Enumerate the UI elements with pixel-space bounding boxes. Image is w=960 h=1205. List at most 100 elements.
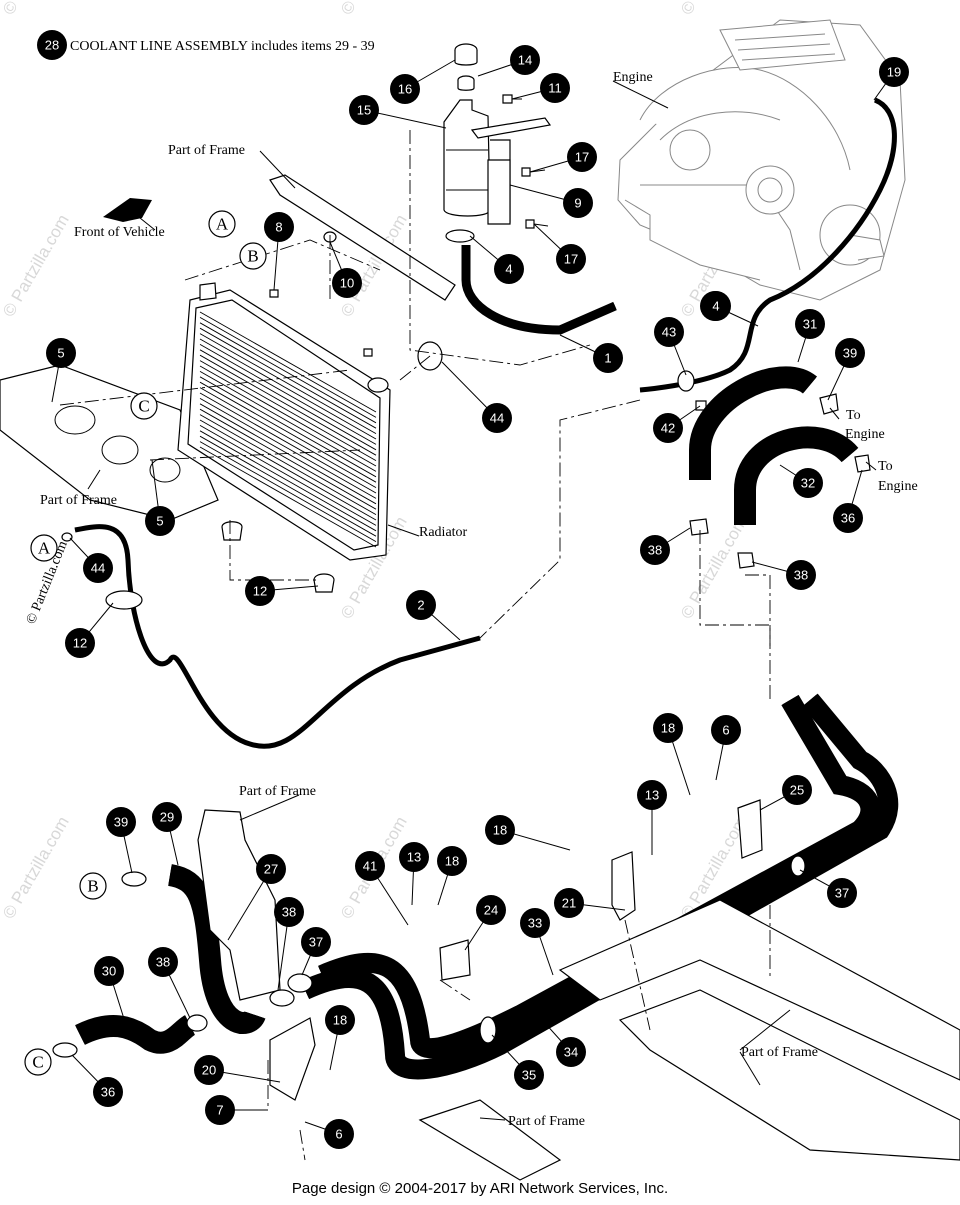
label-part-of-frame-5: Part of Frame: [508, 1114, 585, 1129]
callout-circle: [520, 908, 550, 938]
callout-number: 15: [357, 103, 371, 118]
radiator-fin: [199, 419, 377, 521]
leader-line: [865, 461, 877, 471]
center-line: [59, 369, 351, 406]
callout-number: 44: [91, 561, 105, 576]
callout-11: 11: [540, 73, 570, 103]
radiator-fin: [199, 441, 377, 542]
letter-marker-A: A: [30, 534, 58, 562]
leader-line: [239, 794, 300, 821]
callout-number: 41: [363, 859, 377, 874]
callout-number: 17: [575, 150, 589, 165]
callout-circle: [593, 343, 623, 373]
letter-marker-A: A: [208, 210, 236, 238]
callout-circle: [256, 854, 286, 884]
callout-38: 38: [274, 897, 304, 927]
callout-circle: [485, 815, 515, 845]
callout-circle: [556, 1037, 586, 1067]
callout-16: 16: [390, 74, 420, 104]
radiator-fin: [199, 387, 377, 488]
callout-36: 36: [93, 1077, 123, 1107]
label-to-engine-2a: To: [878, 459, 893, 474]
callout-39: 39: [835, 338, 865, 368]
center-line: [149, 449, 361, 461]
radiator-fin: [199, 327, 377, 429]
letter-circle: [130, 392, 158, 420]
callout-30: 30: [94, 956, 124, 986]
callout-circle: [94, 956, 124, 986]
leader-line: [259, 150, 296, 189]
callout-layer: 1614111517917410814554419121224443424313…: [46, 45, 909, 1149]
callout-number: 31: [803, 317, 817, 332]
callout-number: 10: [340, 276, 354, 291]
callout-circle: [476, 895, 506, 925]
callout-27: 27: [256, 854, 286, 884]
callout-circle: [556, 244, 586, 274]
callout-circle: [301, 927, 331, 957]
radiator-fin: [199, 414, 377, 515]
callout-number: 18: [661, 721, 675, 736]
callout-circle: [93, 1077, 123, 1107]
callout-number: 4: [505, 262, 512, 277]
callout-number: 38: [794, 568, 808, 583]
watermark-text: © Partzilla.com: [0, 0, 73, 18]
callout-33: 33: [520, 908, 550, 938]
callout-number: 34: [564, 1045, 578, 1060]
callout-number: 12: [73, 636, 87, 651]
callout-circle: [355, 851, 385, 881]
callout-24: 24: [476, 895, 506, 925]
callout-44: 44: [482, 403, 512, 433]
leader-lines: [51, 59, 895, 1161]
callout-21: 21: [554, 888, 584, 918]
letter-circle: [79, 872, 107, 900]
callout-circle: [653, 713, 683, 743]
callout-38: 38: [640, 535, 670, 565]
callout-circle: [494, 254, 524, 284]
callout-circle: [264, 212, 294, 242]
frame-left-plate: [0, 364, 219, 521]
callout-31: 31: [795, 309, 825, 339]
callout-circle: [540, 73, 570, 103]
callout-circle: [554, 888, 584, 918]
radiator-fin: [199, 344, 377, 445]
callout-number: 32: [801, 476, 815, 491]
callout-number: 11: [548, 81, 562, 96]
callout-number: 30: [102, 964, 116, 979]
callout-number: 25: [790, 783, 804, 798]
callout-circle: [325, 1005, 355, 1035]
radiator-fin: [199, 371, 377, 472]
callout-4: 4: [701, 291, 731, 321]
callout-number: 21: [562, 896, 576, 911]
callout-number: 7: [216, 1103, 223, 1118]
callout-circle: [148, 947, 178, 977]
callout-circle: [437, 846, 467, 876]
callout-number: 6: [722, 723, 729, 738]
title-callout-circle: [37, 30, 67, 60]
callout-number: 35: [522, 1068, 536, 1083]
small-hardware: [61, 94, 871, 569]
callout-7: 7: [205, 1095, 235, 1125]
callout-19: 19: [879, 57, 909, 87]
center-line: [184, 239, 381, 281]
letter-text: C: [138, 397, 149, 416]
callout-circle: [835, 338, 865, 368]
callout-circle: [274, 897, 304, 927]
callout-circle: [782, 775, 812, 805]
callout-4: 4: [494, 254, 524, 284]
footer-text: Page design © 2004-2017 by ARI Network S…: [292, 1180, 668, 1197]
callout-8: 8: [264, 212, 294, 242]
labels: Engine Part of Frame Front of Vehicle Pa…: [40, 70, 918, 1129]
radiator-fin: [199, 311, 377, 413]
center-line: [624, 919, 651, 1031]
callout-number: 27: [264, 862, 278, 877]
callout-number: 12: [253, 584, 267, 599]
callout-circle: [390, 74, 420, 104]
letter-marker-C: C: [24, 1048, 52, 1076]
callout-18: 18: [653, 713, 683, 743]
callout-17: 17: [556, 244, 586, 274]
callout-circle: [701, 291, 731, 321]
callout-number: 39: [114, 815, 128, 830]
callout-36: 36: [833, 503, 863, 533]
